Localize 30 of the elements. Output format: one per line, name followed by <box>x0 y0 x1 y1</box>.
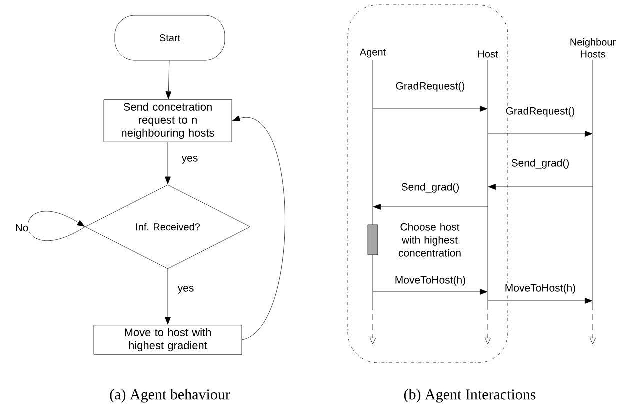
caption: (a) Agent behaviour <box>110 389 230 403</box>
message-arrow <box>373 204 488 210</box>
arrow <box>165 142 171 184</box>
message-arrow <box>488 184 594 190</box>
lifeline-header: Host <box>478 50 498 58</box>
edge-label: yes <box>180 155 200 165</box>
edge-label: No <box>14 223 30 233</box>
edge-label: yes <box>176 285 196 295</box>
arrow <box>166 60 172 100</box>
message-arrow <box>372 289 488 295</box>
message-arrow <box>488 131 593 137</box>
activation-bar <box>368 224 378 256</box>
arrow <box>165 269 171 325</box>
edge-label: Send_grad() <box>510 158 571 170</box>
process-box: Send concetration request to n neighbouring hosts <box>104 100 232 142</box>
edge-label: GradRequest() <box>394 81 466 93</box>
start-terminal: Start <box>114 15 226 61</box>
lifeline-header: Neighbour Hosts <box>570 38 616 58</box>
caption: (b) Agent Interactions <box>404 389 536 403</box>
note-text: Choose host with highest concentration <box>398 223 461 257</box>
process-box: Move to host with highest gradient <box>94 325 242 355</box>
message-arrow <box>372 106 488 112</box>
edge-label: Send_grad() <box>400 182 461 194</box>
edge-label: MoveToHost(h) <box>504 283 578 295</box>
arrow <box>28 211 86 241</box>
message-arrow <box>488 298 593 304</box>
edge-label: MoveToHost(h) <box>394 275 468 287</box>
edge-label: GradRequest() <box>504 106 576 118</box>
arrow <box>232 116 286 340</box>
lifeline-header: Agent <box>360 48 386 58</box>
